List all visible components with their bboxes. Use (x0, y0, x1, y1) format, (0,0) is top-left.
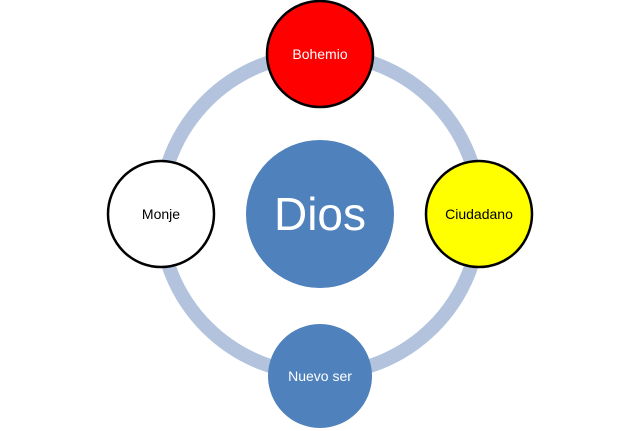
node-circle-bohemio (265, 0, 375, 109)
node-label-nuevo-ser: Nuevo ser (288, 368, 352, 384)
center-circle (246, 140, 394, 288)
center-label: Dios (274, 188, 366, 240)
node-monje: Monje (106, 159, 216, 269)
node-label-bohemio: Bohemio (292, 46, 347, 62)
node-circle-nuevo-ser (268, 324, 372, 428)
node-circle-monje (106, 159, 216, 269)
node-bohemio: Bohemio (265, 0, 375, 109)
node-ciudadano: Ciudadano (424, 159, 534, 269)
node-nuevo-ser: Nuevo ser (268, 324, 372, 428)
node-circle-ciudadano (424, 159, 534, 269)
center-node: Dios (246, 140, 394, 288)
node-label-ciudadano: Ciudadano (445, 206, 513, 222)
node-label-monje: Monje (142, 206, 180, 222)
